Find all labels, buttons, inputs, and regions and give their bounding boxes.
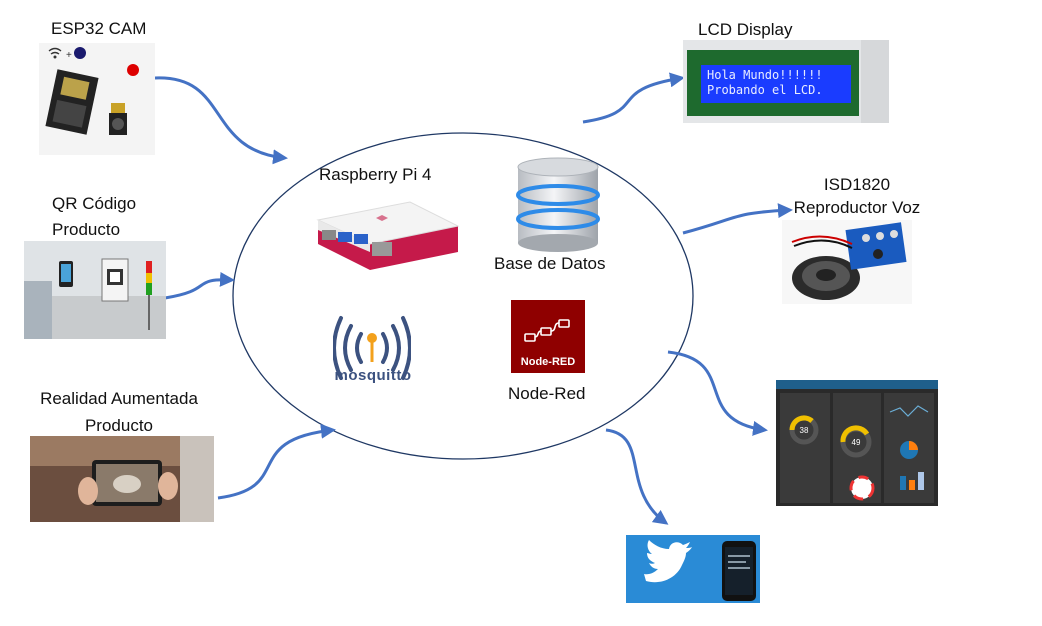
raspberry-pi-image: [310, 192, 460, 270]
server-ellipse: [232, 132, 694, 460]
bluetooth-icon: [74, 47, 86, 59]
twitter-bird-icon: [644, 540, 692, 583]
arrow-esp32-to-server: [154, 76, 288, 165]
lcd-line-2: Probando el LCD.: [707, 83, 823, 97]
voice-module-image: [782, 220, 912, 304]
node-red-dashboard-image: 38 49: [776, 380, 938, 506]
arrow-ar-to-server: [217, 423, 336, 500]
arrow-qr-to-server: [164, 271, 235, 300]
gauge-value-1: 38: [800, 426, 809, 435]
lcd-screen: Hola Mundo!!!!!! Probando el LCD.: [701, 65, 851, 103]
lcd-display-image: Hola Mundo!!!!!! Probando el LCD.: [683, 40, 889, 123]
nodered-logo: Node-RED: [511, 300, 585, 373]
database-label: Base de Datos: [494, 254, 606, 273]
ar-label-line2: Producto: [84, 416, 154, 435]
ar-label-line1: Realidad Aumentada: [40, 389, 198, 408]
lcd-label: LCD Display: [698, 20, 793, 39]
mosquitto-logo: [332, 312, 412, 388]
svg-text:+: +: [66, 50, 72, 61]
voice-label-line1: ISD1820: [823, 175, 891, 194]
qr-code-image: [24, 241, 166, 339]
nodered-label: Node-Red: [508, 384, 586, 403]
raspberry-pi-label: Raspberry Pi 4: [319, 165, 432, 184]
lcd-line-1: Hola Mundo!!!!!!: [707, 68, 823, 82]
arrow-server-to-lcd: [582, 72, 685, 124]
arrow-server-to-twitter: [605, 428, 669, 525]
esp32-label: ESP32 CAM: [51, 19, 147, 38]
arrow-server-to-voice: [682, 203, 793, 235]
wifi-icon: [48, 47, 62, 55]
esp32-cam-image: +: [39, 43, 155, 155]
arrow-server-to-dashboard: [667, 350, 768, 436]
qr-label-line2: Producto: [52, 220, 121, 239]
nodered-logo-text: Node-RED: [520, 356, 576, 368]
augmented-reality-image: [30, 436, 214, 522]
mosquitto-logo-text: mosquitto: [334, 367, 412, 384]
gauge-value-2: 49: [852, 438, 861, 447]
qr-label-line1: QR Código: [52, 194, 137, 213]
twitter-image: [626, 535, 760, 603]
database-icon: [516, 157, 600, 253]
voice-label-line2: Reproductor Voz: [793, 198, 921, 217]
